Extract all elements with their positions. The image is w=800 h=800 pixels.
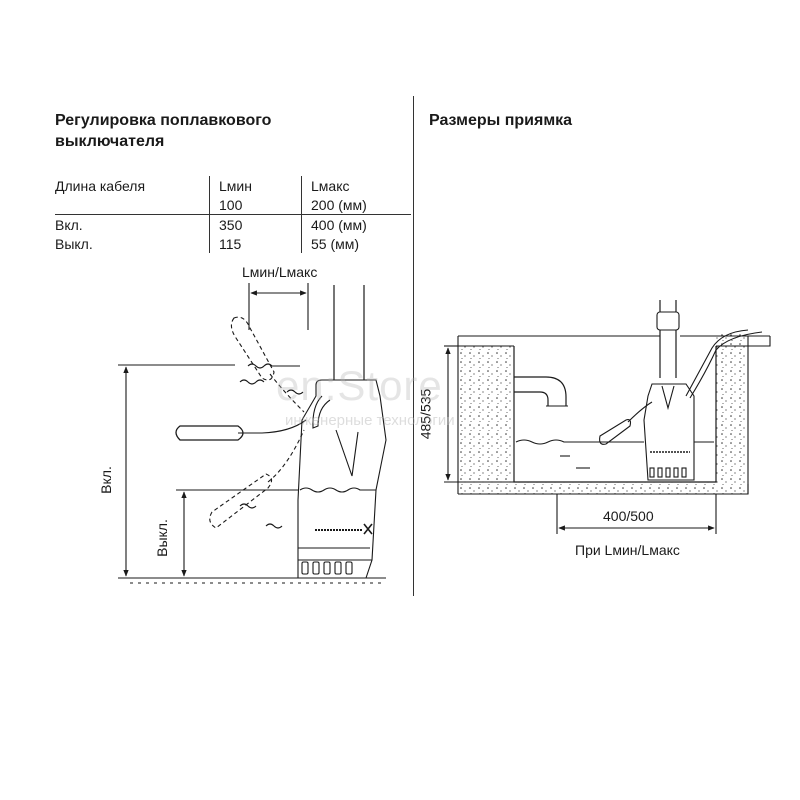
table-cell: 350 [209, 214, 302, 234]
table-header-cell: Lмакс [301, 176, 411, 195]
sump-diagram [444, 300, 771, 534]
left-section-title: Регулировка поплавкового выключателя [55, 112, 272, 150]
water-ripple [286, 389, 304, 395]
sump-width-label: 400/500 [603, 508, 654, 524]
water-ripple [265, 523, 283, 529]
sump-float-switch [599, 419, 632, 445]
sump-pump-body [643, 383, 695, 481]
off-level-label: Выкл. [153, 519, 170, 557]
on-level-label: Вкл. [97, 466, 114, 494]
pipe-coupling [656, 311, 680, 331]
table-row: Выкл. 115 55 (мм) [55, 234, 411, 253]
pump-detail [661, 385, 675, 411]
gravel-fill [458, 334, 748, 494]
inlet-pipe-bottom [514, 391, 549, 406]
table-row: 100 200 (мм) [55, 195, 411, 215]
water-surface-wave [247, 363, 300, 369]
water-ripple [239, 503, 257, 509]
table-cell: 115 [209, 234, 302, 253]
table-cell: Выкл. [55, 235, 93, 252]
power-cable [685, 329, 749, 397]
float-switch-up-dashed [230, 316, 275, 381]
power-cable [689, 331, 763, 399]
table-cell: 200 (мм) [301, 195, 411, 215]
watermark-tagline: инженерные технологии [285, 412, 455, 429]
float-switch-table: Длина кабеля Lмин Lмакс 100 200 (мм) Вкл… [55, 176, 411, 253]
water-surface-wave [299, 487, 376, 493]
table-row: Вкл. 350 400 (мм) [55, 214, 411, 234]
right-section-title: Размеры приямка [429, 112, 573, 129]
ground-edge-right [716, 336, 771, 347]
float-cable-dashed [269, 373, 305, 413]
table-cell: 400 (мм) [301, 214, 411, 234]
table-header-cell: Lмин [209, 176, 302, 195]
float-cable-dashed [267, 429, 305, 483]
float-cable [627, 401, 653, 423]
pump-handle [312, 395, 331, 429]
float-cable [238, 419, 307, 434]
table-cell: 100 [209, 195, 302, 215]
inlet-pipe-top [514, 376, 567, 406]
top-dimension-label: Lмин/Lмакс [242, 264, 318, 280]
sump-walls [513, 346, 717, 483]
table-cell: Вкл. [55, 214, 210, 234]
float-switch-down-dashed [209, 473, 273, 529]
watermark-logo: en:Store [276, 362, 443, 409]
pump-logo-mark [363, 523, 373, 535]
pump-inlet-grille [649, 467, 687, 478]
pump-inner-detail [335, 429, 359, 477]
table-header-row: Длина кабеля Lмин Lмакс [55, 176, 411, 195]
water-ripple [239, 379, 265, 385]
vertical-divider [413, 96, 414, 596]
pump-inlet-grille [301, 561, 353, 575]
float-switch-solid [175, 425, 244, 441]
sump-caption: При Lмин/Lмакс [575, 542, 680, 558]
table-cell: 55 (мм) [301, 234, 411, 253]
float-switch-diagram [118, 283, 387, 584]
table-header-cell: Длина кабеля [55, 177, 146, 194]
sump-water-level [515, 439, 644, 445]
